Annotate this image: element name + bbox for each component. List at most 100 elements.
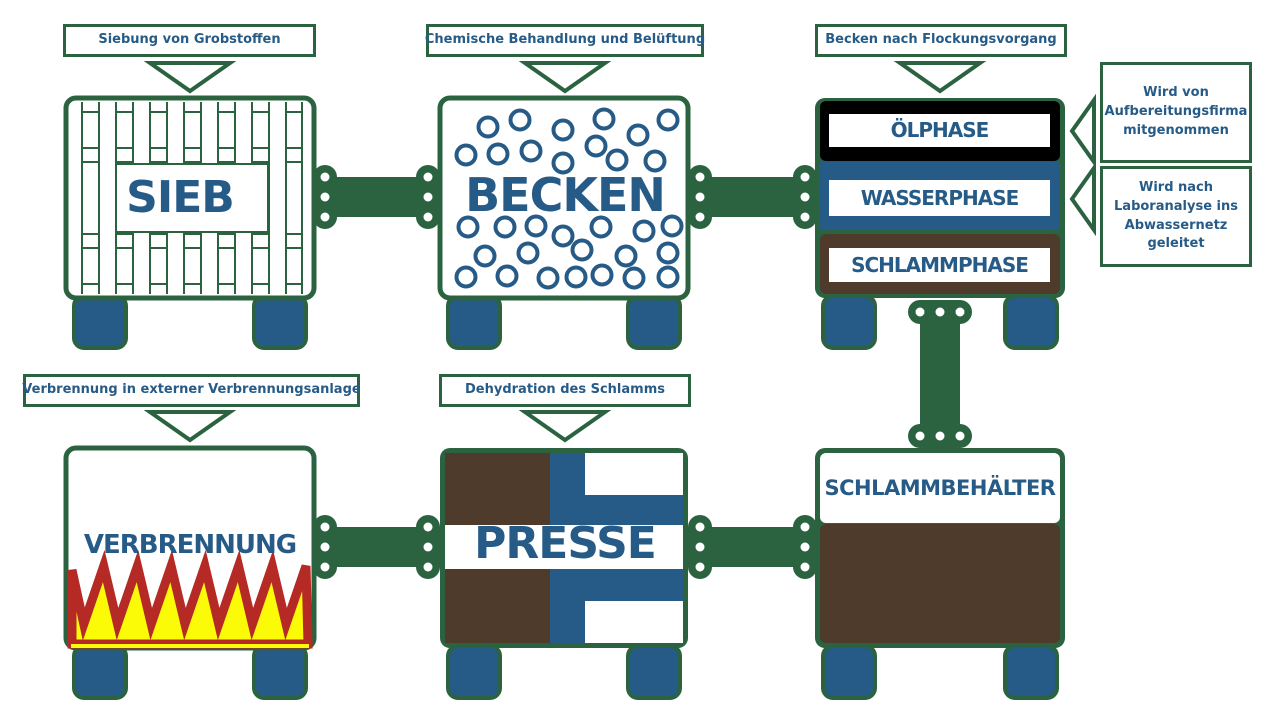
- becken-bubble-icon: [589, 215, 613, 239]
- sieb-wheel-right: [252, 294, 308, 350]
- note-oil-phase: Wird von Aufbereitungsfirma mitgenommen: [1100, 62, 1252, 163]
- schlamm-wheel-left: [821, 644, 877, 700]
- note-water-phase: Wird nach Laboranalyse ins Abwassernetz …: [1100, 166, 1252, 267]
- phase-label-sludge: SCHLAMMPHASE: [829, 248, 1050, 282]
- becken-bubble-icon: [570, 238, 594, 262]
- pipe-becken-flockung-bolt: [695, 172, 705, 182]
- pipe-verbrennung-presse-bolt: [320, 542, 330, 552]
- schlammbehaelter-empty-area: [820, 453, 1060, 523]
- becken-bubble-icon: [454, 143, 478, 167]
- pipe-verbrennung-presse-bolt: [423, 522, 433, 532]
- becken-bubble-icon: [564, 265, 588, 289]
- becken-bubble-icon: [495, 264, 519, 288]
- becken-bubble-icon: [454, 265, 478, 289]
- becken-wheel-right: [626, 294, 682, 350]
- presse-wheel-right: [626, 644, 682, 700]
- pipe-becken-flockung-bolt: [695, 192, 705, 202]
- becken-bubble-icon: [516, 241, 540, 265]
- phase-label-water: WASSERPHASE: [829, 180, 1050, 216]
- pipe-verbrennung-presse-bolt: [423, 562, 433, 572]
- pipe-presse-schlammbehaelter-bolt: [800, 542, 810, 552]
- becken-bubble-icon: [473, 244, 497, 268]
- becken-bubble-icon: [590, 263, 614, 287]
- funnel-becken-icon: [518, 61, 612, 94]
- phase-label-oil: ÖLPHASE: [829, 114, 1050, 147]
- pipe-sieb-becken-bolt: [423, 212, 433, 222]
- pipe-becken-flockung-bolt: [800, 172, 810, 182]
- verb-wheel-right: [252, 644, 308, 700]
- pipe-vertical-bolt: [935, 431, 945, 441]
- presse-white-bottom: [585, 601, 683, 643]
- pipe-sieb-becken-bolt: [423, 192, 433, 202]
- becken-bubble-icon: [656, 241, 680, 265]
- becken-bubble-icon: [551, 151, 575, 175]
- funnel-presse-icon: [518, 410, 612, 443]
- verb-wheel-left: [72, 644, 128, 700]
- pipe-sieb-becken-bolt: [320, 172, 330, 182]
- becken-bubble-icon: [622, 266, 646, 290]
- caption-flockung: Becken nach Flockungsvorgang: [815, 24, 1067, 57]
- caption-presse: Dehydration des Schlamms: [439, 374, 691, 407]
- becken-bubble-icon: [536, 266, 560, 290]
- becken-bubble-icon: [626, 123, 650, 147]
- pipe-presse-schlammbehaelter-bolt: [800, 562, 810, 572]
- pipe-sieb-becken-bolt: [423, 172, 433, 182]
- pipe-verbrennung-presse-bolt: [423, 542, 433, 552]
- caption-sieb: Siebung von Grobstoffen: [63, 24, 316, 57]
- funnel-verbrennung-icon: [143, 410, 237, 443]
- title-verbrennung: VERBRENNUNG: [83, 530, 297, 560]
- becken-bubble-icon: [656, 265, 680, 289]
- title-sieb: SIEB: [126, 172, 235, 223]
- pipe-vertical-bolt: [915, 307, 925, 317]
- sieb-label-panel: [115, 163, 269, 233]
- pipe-sieb-becken-bolt: [320, 192, 330, 202]
- becken-bubble-icon: [519, 139, 543, 163]
- becken-bubble-icon: [632, 219, 656, 243]
- becken-bubble-icon: [476, 115, 500, 139]
- becken-bubble-icon: [614, 244, 638, 268]
- pipe-vertical-bolt: [955, 431, 965, 441]
- title-becken: BECKEN: [465, 168, 666, 222]
- becken-wheel-left: [446, 294, 502, 350]
- pipe-presse-schlammbehaelter-bolt: [695, 522, 705, 532]
- pipe-becken-flockung: [700, 177, 805, 217]
- becken-bubble-icon: [486, 142, 510, 166]
- becken-bubble-icon: [456, 215, 480, 239]
- title-presse: PRESSE: [474, 518, 657, 569]
- flame-base: [71, 644, 309, 648]
- funnel-sieb-icon: [143, 61, 237, 94]
- pipe-sieb-becken: [325, 177, 428, 217]
- title-schlammbehaelter: SCHLAMMBEHÄLTER: [824, 476, 1056, 500]
- becken-bubble-icon: [656, 108, 680, 132]
- pipe-vertical-bolt: [955, 307, 965, 317]
- funnel-flockung-icon: [893, 61, 987, 94]
- flame-icon: [67, 549, 313, 649]
- pipe-presse-schlammbehaelter-bolt: [695, 562, 705, 572]
- flock-wheel-right: [1003, 294, 1059, 350]
- becken-bubble-icon: [551, 118, 575, 142]
- pipe-vertical-bolt: [935, 307, 945, 317]
- pipe-flockung-schlammbehaelter: [920, 312, 960, 436]
- becken-bubble-icon: [493, 215, 517, 239]
- pipe-becken-flockung-bolt: [800, 212, 810, 222]
- caption-verbrennung: Verbrennung in externer Verbrennungsanla…: [22, 374, 361, 407]
- becken-bubble-icon: [524, 214, 548, 238]
- becken-bubble-icon: [551, 224, 575, 248]
- pipe-becken-flockung-bolt: [800, 192, 810, 202]
- presse-label-band: [445, 525, 683, 569]
- schlammbehaelter-sludge: [820, 524, 1060, 643]
- pipe-sieb-becken-bolt: [320, 212, 330, 222]
- flock-wheel-left: [821, 294, 877, 350]
- pipe-verbrennung-presse: [325, 527, 428, 567]
- pipe-verbrennung-presse-bolt: [320, 522, 330, 532]
- schlamm-wheel-right: [1003, 644, 1059, 700]
- caption-becken: Chemische Behandlung und Belüftung: [425, 24, 705, 57]
- becken-bubble-icon: [660, 214, 684, 238]
- arrow-water-note-icon: [1069, 161, 1096, 237]
- pipe-presse-schlammbehaelter: [700, 527, 805, 567]
- becken-bubble-icon: [584, 134, 608, 158]
- presse-wheel-left: [446, 644, 502, 700]
- pipe-becken-flockung-bolt: [695, 212, 705, 222]
